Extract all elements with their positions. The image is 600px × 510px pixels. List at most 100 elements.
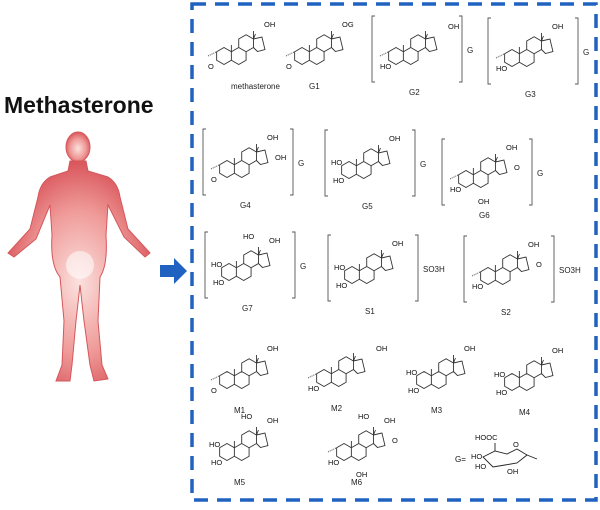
substituent-c16: OH [275,153,287,162]
substituent-c3: HO [213,278,225,287]
glucuronide-tag: G [467,46,474,55]
compound-label: M6 [351,478,363,487]
steroid-skeleton [324,129,416,197]
steroid-skeleton [204,231,296,299]
substituent-c17: OH [264,20,276,29]
compound-label: M2 [331,404,343,413]
steroid-skeleton [416,355,466,390]
steroid-skeleton [307,353,366,388]
sulfate-tag: SO3H [559,266,581,275]
compound-G3: OH HO G G3 [487,16,590,99]
substituent-c2: HO [406,368,418,377]
compound-label: S2 [501,308,511,317]
substituent-c17: OH [267,344,279,353]
substituent-c17: OH [267,416,279,425]
compound-label: G3 [525,90,536,99]
compound-label: M4 [519,408,531,417]
steroid-skeleton [371,15,463,83]
compound-label: methasterone [231,82,280,91]
compound-label: G7 [242,304,253,313]
compound-label: S1 [365,307,375,316]
steroid-skeleton [207,31,266,66]
steroid-skeleton [327,234,419,302]
steroid-skeleton [202,128,294,196]
substituent-c3: HO [211,458,223,467]
steroid-skeleton [210,355,269,390]
substituent-c17: OH [389,134,401,143]
glucuronide-tag: G [583,48,590,57]
human-body-figure [7,131,151,382]
substituent-c3: HO [408,386,420,395]
glucuronide-prefix: G= [455,455,466,464]
substituent-c20: OH [376,344,388,353]
page-title: Methasterone [4,92,154,118]
steroid-skeleton [504,357,554,392]
substituent-c11: HO [241,412,253,421]
substituent-c3: HO [380,62,392,71]
compound-M5: OH HO HO HO M5 [203,410,303,490]
compound-M3: OH HO HO M3 [400,338,500,418]
substituent-c2: HO [334,263,346,272]
compound-label: G5 [362,202,373,211]
substituent-c17: OG [342,20,354,29]
substituent-c17: OH [267,133,279,142]
substituent-c3: HO [496,64,508,73]
substituent-c16: O [536,260,542,269]
compound-label: M3 [431,406,443,415]
substituent-c2: HO [209,440,221,449]
compound-S1: OH HO HO SO3H S1 [327,233,445,316]
substituent-c16: O [392,436,398,445]
compound-label: G6 [479,211,490,220]
steroid-skeleton [463,235,555,303]
substituent-c2: HO [331,158,343,167]
compound-label: G2 [409,88,420,97]
compound-S2: OH O HO SO3H S2 [463,234,581,317]
substituent-c2: HO [494,370,506,379]
glucuronide-ring [482,443,538,468]
substituent-c11: HO [358,412,370,421]
substituent-c6: OH [478,197,490,206]
metabolites-panel-border [190,2,598,502]
steroid-skeleton [487,17,579,85]
substituent-c20: OH [448,22,460,31]
substituent-c17: OH [464,344,476,353]
compound-label: G1 [309,82,320,91]
sulfate-tag: SO3H [423,265,445,274]
substituent-c6: OH [356,470,368,479]
compound-G1: OG O G1 [278,14,378,94]
substituent-c3: O [211,175,217,184]
glucuronide-oh1: HO [471,452,483,461]
compound-label: M5 [234,478,246,487]
glucuronide-tag: G [537,169,544,178]
glucuronide-oh2: HO [475,462,487,471]
substituent-c3: O [286,62,292,71]
substituent-c17: OH [269,236,281,245]
glucuronide-cooh: HOOC [475,433,498,442]
steroid-skeleton [285,31,344,66]
substituent-c17: OH [392,239,404,248]
substituent-c3: HO [336,281,348,290]
arrow-icon [160,258,187,284]
glucuronide-oh3: OH [507,467,519,476]
glucuronide-tag: G [420,160,427,169]
substituent-c3: HO [496,388,508,397]
substituent-c11: HO [243,232,255,241]
substituent-c3: HO [328,458,340,467]
compound-label: G4 [240,201,251,210]
substituent-c17: OH [552,22,564,31]
substituent-c3: O [211,386,217,395]
substituent-c17: OH [528,240,540,249]
substituent-c3: HO [472,282,484,291]
substituent-c17: OH [552,346,564,355]
compound-G4: OH OH O G G4 [202,127,305,210]
substituent-c16: O [514,163,520,172]
substituent-c3: O [208,62,214,71]
substituent-c3: HO [333,176,345,185]
compound-label: M1 [234,406,246,415]
compound-G2: OH HO G G2 [371,14,474,97]
glucuronide-tag: G [298,159,305,168]
